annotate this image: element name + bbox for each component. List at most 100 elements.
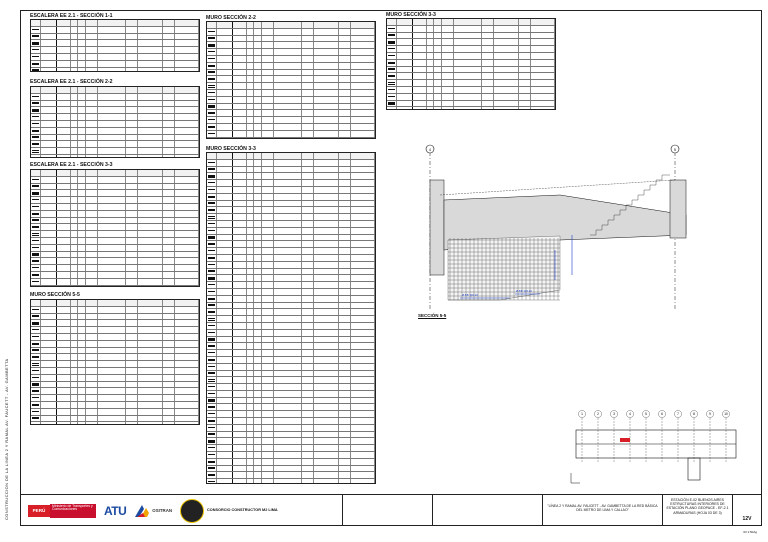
table-cell: [71, 333, 79, 340]
table-cell: [274, 268, 302, 275]
table-cell: [262, 89, 275, 96]
table-cell: [274, 479, 302, 483]
table-cell: [254, 130, 263, 137]
table-cell: [86, 93, 99, 100]
table-cell: [217, 309, 233, 316]
table-cell: [78, 114, 87, 120]
table-cell: [86, 100, 99, 107]
table-row: [207, 309, 375, 317]
table-cell: [302, 186, 314, 193]
table-cell: [247, 390, 255, 397]
table-row: [207, 418, 375, 425]
table-cell: [86, 320, 99, 327]
table-cell: [217, 227, 233, 234]
table-cell: [314, 96, 340, 103]
bar-shape-sketch: [207, 248, 217, 254]
table-cell: [163, 367, 176, 374]
table-cell: [86, 203, 99, 210]
table-cell: [78, 347, 87, 354]
table-cell: [274, 241, 302, 248]
bar-shape-sketch: [207, 465, 217, 472]
table-cell: [57, 33, 71, 40]
table-cell: [86, 340, 99, 347]
table-row: [31, 401, 199, 409]
table-cell: [274, 329, 302, 336]
table-cell: [71, 127, 79, 134]
table-cell: [71, 347, 79, 354]
table-cell: [494, 52, 520, 59]
table-row: [207, 207, 375, 215]
table-cell: [397, 59, 413, 66]
table-cell: [262, 384, 275, 390]
table-cell: [217, 69, 233, 76]
bar-shape-sketch: [31, 224, 41, 231]
table-cell: [175, 251, 199, 258]
table-cell: [175, 388, 199, 395]
table-cell: [274, 214, 302, 220]
table-cell: [247, 214, 255, 220]
table-cell: [175, 154, 199, 157]
table-cell: [262, 302, 275, 309]
table-cell: [233, 452, 247, 458]
table-cell: [351, 110, 375, 117]
table-cell: [302, 28, 314, 35]
table-row: [207, 411, 375, 419]
table-cell: [78, 306, 87, 313]
table-cell: [163, 107, 176, 114]
table-cell: [262, 390, 275, 397]
table-cell: [98, 271, 126, 278]
table-cell: [126, 381, 138, 388]
table-row: [387, 25, 555, 33]
table-cell: [397, 25, 413, 32]
table-cell: [98, 20, 126, 26]
table-cell: [175, 278, 199, 285]
sidebar-vertical-text: CONSTRUCCION DE LA LINEA 2 Y RAMAL AV. F…: [4, 358, 9, 520]
table-row: [207, 49, 375, 56]
table-cell: [217, 322, 233, 329]
table-cell: [302, 316, 314, 322]
table-cell: [175, 107, 199, 114]
table-cell: [302, 200, 314, 207]
bar-shape-sketch: [207, 159, 217, 166]
table-cell: [262, 193, 275, 200]
table-cell: [262, 268, 275, 275]
table-cell: [138, 190, 164, 197]
table-cell: [427, 25, 435, 32]
table-cell: [138, 107, 164, 114]
table-cell: [175, 374, 199, 381]
table-cell: [163, 67, 176, 71]
table-cell: [217, 193, 233, 200]
table-cell: [397, 86, 413, 93]
table-cell: [254, 356, 263, 363]
table-cell: [274, 404, 302, 411]
table-row: [207, 316, 375, 323]
table-cell: [351, 465, 375, 472]
table-cell: [351, 123, 375, 130]
table-row: [31, 53, 199, 61]
table-cell: [247, 424, 255, 431]
table-cell: [262, 137, 275, 138]
table-cell: [274, 49, 302, 55]
table-cell: [339, 200, 352, 207]
table-cell: [314, 117, 340, 123]
table-cell: [233, 173, 247, 180]
table-cell: [314, 356, 340, 363]
table-cell: [217, 234, 233, 241]
table-cell: [71, 408, 79, 415]
table-cell: [175, 67, 199, 71]
table-cell: [78, 408, 87, 415]
table-cell: [262, 123, 275, 130]
table-cell: [397, 107, 413, 109]
table-cell: [71, 203, 79, 210]
table-cell: [86, 141, 99, 148]
table-cell: [302, 123, 314, 130]
table-row: [387, 80, 555, 87]
table-cell: [57, 381, 71, 388]
table-cell: [41, 53, 57, 60]
table-cell: [86, 251, 99, 258]
table-cell: [482, 25, 494, 32]
table-cell: [302, 302, 314, 309]
table-row: [31, 333, 199, 341]
table-cell: [41, 210, 57, 217]
table-row: [207, 35, 375, 43]
